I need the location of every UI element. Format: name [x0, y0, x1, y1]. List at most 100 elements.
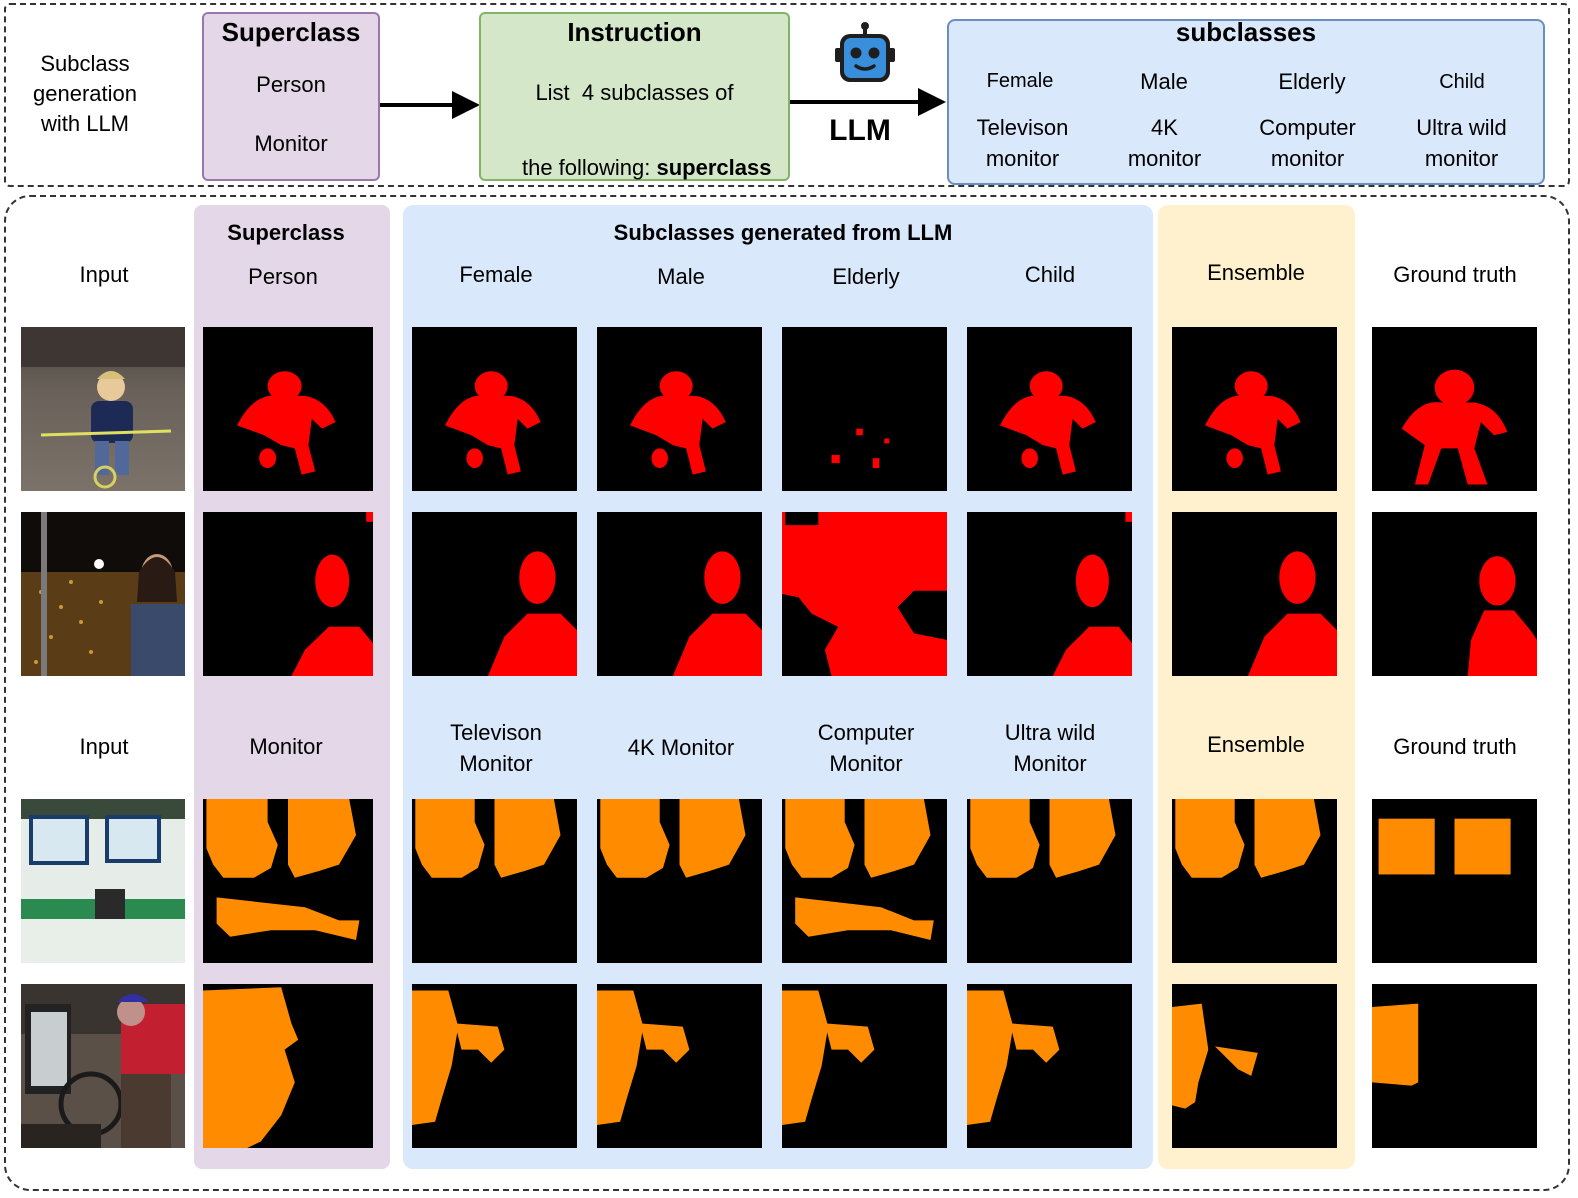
mask-elderly-or-computer-row-2 [782, 512, 947, 676]
photo-content [21, 512, 185, 676]
mask-ensemble-row-3 [1172, 799, 1337, 963]
superclass-monitor-header: Monitor [249, 734, 323, 759]
mask-ensemble-row-2 [1172, 512, 1337, 676]
header-elderly: Elderly [832, 264, 900, 289]
header-male: Male [657, 264, 705, 289]
mask-ground-truth-row-3 [1372, 799, 1537, 963]
subclass-generation-label: Subclass generation with LLM [14, 49, 156, 139]
header-ground-truth: Ground truth [1393, 262, 1517, 287]
mask-superclass-row-4 [203, 984, 373, 1148]
header-computer-monitor: Computer Monitor [786, 717, 946, 779]
label-line: Monitor [829, 751, 903, 776]
mask-shape [1052, 512, 1132, 676]
subclasses-box-title: subclasses [1175, 17, 1317, 47]
label-line: 4K [1151, 115, 1178, 140]
mask-shape [1467, 556, 1537, 676]
instruction-line-2-prefix: the following: [521, 155, 657, 180]
mask-shape [237, 371, 336, 475]
input-header: Input [79, 734, 129, 759]
photo-content [21, 799, 185, 963]
arrow-right-icon [452, 91, 480, 119]
mask-shape [206, 799, 360, 941]
mask-shape [487, 551, 577, 676]
mask-female-or-tv-row-2 [412, 512, 577, 676]
mask-shape [785, 799, 934, 941]
mask-shape [1205, 371, 1301, 475]
header-television-monitor: Televison Monitor [416, 717, 576, 779]
mask-ground-truth-row-4 [1372, 984, 1537, 1148]
instruction-box-title: Instruction [567, 17, 702, 47]
mask-shape [630, 371, 726, 475]
header-4k-monitor: 4K Monitor [601, 732, 761, 763]
llm-subclasses-header: Subclasses generated from LLM [613, 220, 953, 245]
mask-superclass-row-3 [203, 799, 373, 963]
photo-content [21, 327, 185, 489]
input-image-child-tricycle [21, 327, 185, 491]
instruction-line-1: List 4 subclasses of [535, 80, 734, 105]
mask-shape [1372, 1003, 1419, 1086]
label-line: Computer [817, 720, 915, 745]
header-child: Child [1024, 262, 1076, 287]
mask-child-or-ultrawild-row-1 [967, 327, 1132, 491]
subclass-elderly: Elderly [1278, 69, 1346, 94]
mask-shape [831, 428, 890, 469]
mask-shape [1378, 818, 1511, 875]
mask-shape [291, 512, 373, 676]
label-line: monitor [1127, 146, 1202, 171]
mask-shape [1247, 551, 1337, 676]
input-image-cyclist-screen [21, 984, 185, 1148]
mask-child-or-ultrawild-row-4 [967, 984, 1132, 1148]
subclasses-box: subclasses [947, 17, 1545, 185]
input-header: Input [79, 262, 129, 287]
label-line: monitor [1270, 146, 1345, 171]
mask-superclass-row-2 [203, 512, 373, 676]
mask-elderly-or-computer-row-4 [782, 984, 947, 1148]
subclass-computer-monitor: Computer monitor [1240, 112, 1375, 174]
arrow-right-icon [790, 100, 922, 104]
mask-shape [415, 799, 561, 878]
label-line: Computer [1259, 115, 1356, 140]
mask-child-or-ultrawild-row-2 [967, 512, 1132, 676]
left-label-line: Subclass [40, 51, 130, 76]
mask-shape [967, 990, 1060, 1126]
header-ultra-wild-monitor: Ultra wild Monitor [970, 717, 1130, 779]
label-line: Monitor [1013, 751, 1087, 776]
mask-shape [782, 990, 875, 1126]
mask-elderly-or-computer-row-1 [782, 327, 947, 491]
label-line: monitor [1424, 146, 1499, 171]
superclass-person-header: Person [248, 264, 318, 289]
label-line: Televison [450, 720, 542, 745]
mask-male-or-4k-row-1 [597, 327, 762, 491]
label-line: Ultra wild [1416, 115, 1507, 140]
mask-ground-truth-row-1 [1372, 327, 1537, 491]
mask-ensemble-row-4 [1172, 984, 1337, 1148]
mask-male-or-4k-row-4 [597, 984, 762, 1148]
instruction-line-2: the following: superclass [481, 129, 788, 207]
superclass-box: Superclass Person Monitor [202, 12, 380, 181]
superclass-box-title: Superclass [221, 17, 361, 47]
header-ensemble: Ensemble [1207, 732, 1305, 757]
mask-shape [1175, 799, 1321, 878]
subclass-child: Child [1439, 71, 1485, 93]
input-image-city-night-woman [21, 512, 185, 676]
label-line: Monitor [459, 751, 533, 776]
superclass-item-monitor: Monitor [254, 131, 328, 156]
mask-shape [1000, 371, 1096, 475]
mask-male-or-4k-row-2 [597, 512, 762, 676]
input-image-webex-booth [21, 799, 185, 963]
results-panel [4, 195, 1570, 1191]
mask-child-or-ultrawild-row-3 [967, 799, 1132, 963]
subclass-television-monitor: Televison monitor [955, 112, 1090, 174]
mask-shape [672, 551, 762, 676]
label-line: monitor [985, 146, 1060, 171]
superclass-header: Superclass [227, 220, 345, 245]
mask-shape [970, 799, 1116, 878]
mask-elderly-or-computer-row-3 [782, 799, 947, 963]
photo-content [21, 984, 185, 1148]
mask-shape [597, 990, 690, 1126]
arrow-right-icon [380, 103, 458, 107]
mask-shape [600, 799, 746, 878]
mask-shape [1401, 369, 1508, 485]
mask-shape [412, 990, 505, 1126]
superclass-item-person: Person [256, 72, 326, 97]
